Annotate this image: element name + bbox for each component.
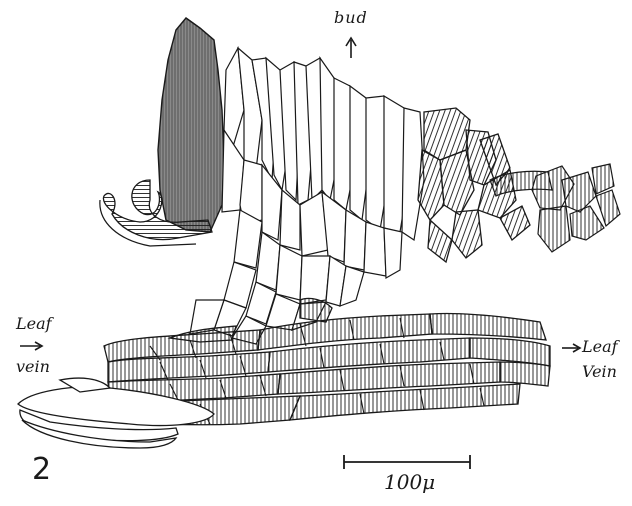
leaf-vein-right-label-leaf: Leaf bbox=[582, 337, 618, 356]
bud-arrow-icon bbox=[346, 38, 356, 58]
leaf-vein-right-arrow-icon bbox=[562, 344, 580, 352]
bud-label: bud bbox=[334, 8, 368, 27]
scale-bar-label: 100μ bbox=[384, 470, 435, 494]
leaf-vein-right-label-vein: Vein bbox=[582, 362, 617, 381]
scale-bar bbox=[344, 455, 470, 469]
leaf-vein-left-arrow-icon bbox=[20, 342, 42, 350]
figure-number: 2 bbox=[32, 452, 51, 487]
shaded-cell-column bbox=[158, 18, 224, 232]
leaf-vein-left-label-leaf: Leaf bbox=[16, 315, 52, 333]
leaf-vein-left-label-vein: vein bbox=[16, 357, 50, 376]
